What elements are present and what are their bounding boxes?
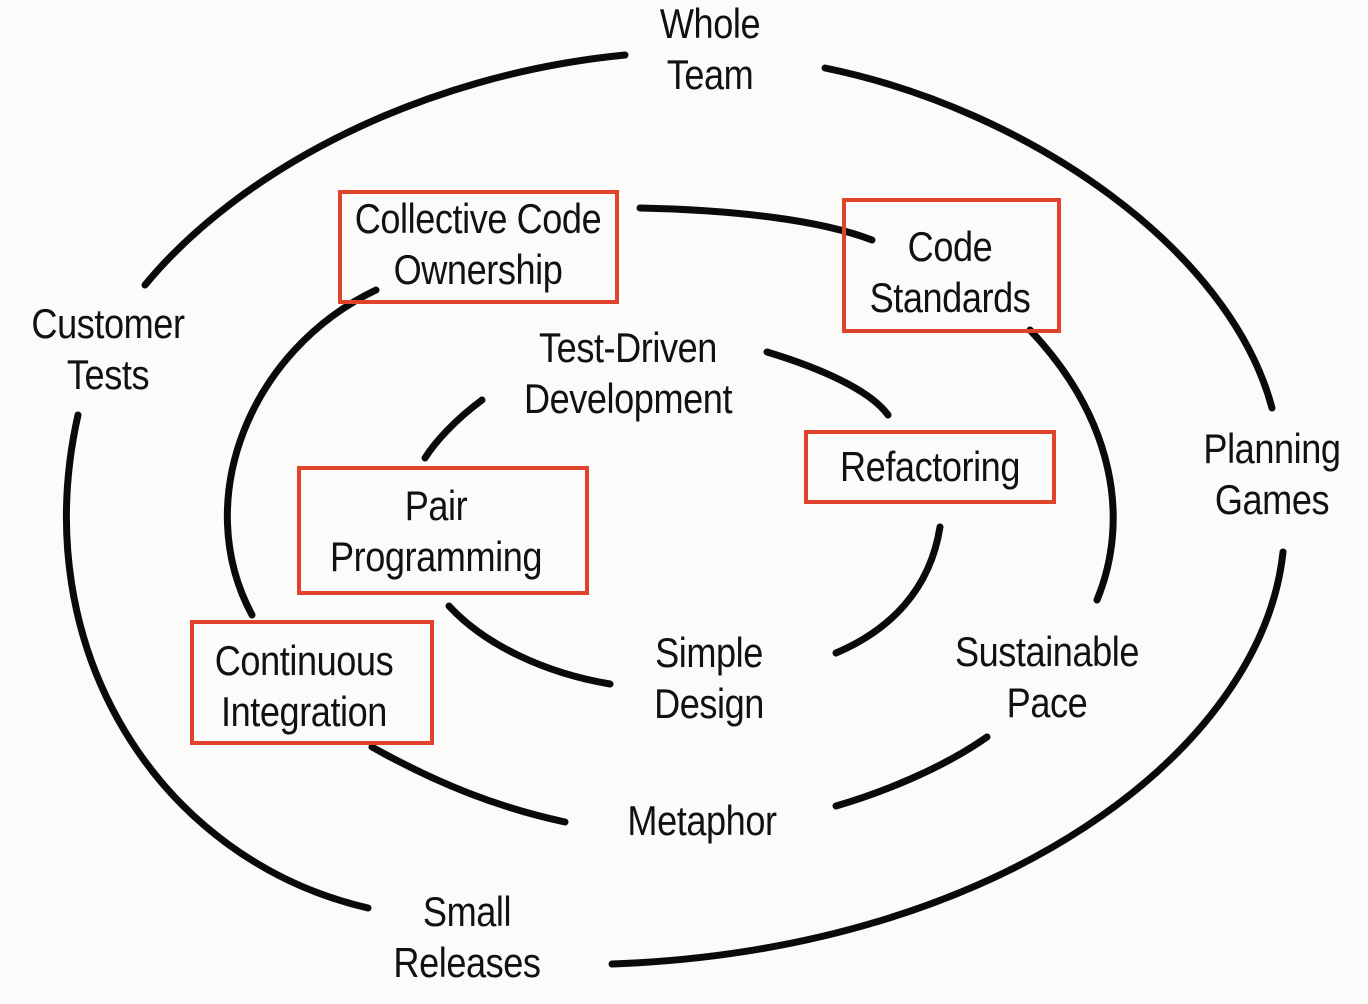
middle-ring-arc-top bbox=[636, 204, 876, 244]
middle-ring-arc-left bbox=[223, 286, 380, 619]
middle-ring-arc-right bbox=[1026, 326, 1117, 604]
simple-design-label: Simple Design bbox=[654, 629, 764, 727]
pair-programming-highlight-box bbox=[297, 466, 589, 595]
small-releases-label: Small Releases bbox=[393, 888, 541, 986]
middle-ring-arc-bottom-left bbox=[368, 743, 569, 826]
test-driven-development-label: Test-Driven Development bbox=[523, 324, 733, 422]
continuous-integration-highlight-box bbox=[190, 620, 434, 745]
planning-games-label: Planning Games bbox=[1203, 425, 1341, 523]
inner-ring-arc-right bbox=[832, 523, 944, 657]
collective-code-ownership-highlight-box bbox=[338, 190, 619, 304]
inner-ring-arc-top-right bbox=[763, 348, 892, 419]
whole-team-label: Whole Team bbox=[659, 0, 761, 98]
inner-ring-arc-bottom-left bbox=[445, 602, 614, 688]
outer-ring-arc-top-left bbox=[141, 51, 629, 289]
outer-ring-arc-right bbox=[608, 548, 1287, 968]
pair-programming-label: Pair Programming bbox=[329, 482, 543, 580]
outer-ring-arc-left bbox=[62, 411, 372, 912]
customer-tests-label: Customer Tests bbox=[31, 300, 185, 398]
inner-ring-arc-top-left bbox=[421, 396, 486, 462]
refactoring-highlight-box bbox=[804, 430, 1056, 504]
code-standards-highlight-box bbox=[842, 198, 1061, 333]
code-standards-label: Code Standards bbox=[869, 223, 1031, 321]
metaphor-label: Metaphor bbox=[627, 797, 777, 844]
collective-code-ownership-label: Collective Code Ownership bbox=[354, 195, 602, 293]
sustainable-pace-label: Sustainable Pace bbox=[954, 628, 1140, 726]
continuous-integration-label: Continuous Integration bbox=[214, 637, 394, 735]
outer-ring-arc-top-right bbox=[821, 64, 1276, 412]
middle-ring-arc-bottom-right bbox=[832, 733, 991, 810]
refactoring-label: Refactoring bbox=[840, 443, 1020, 490]
